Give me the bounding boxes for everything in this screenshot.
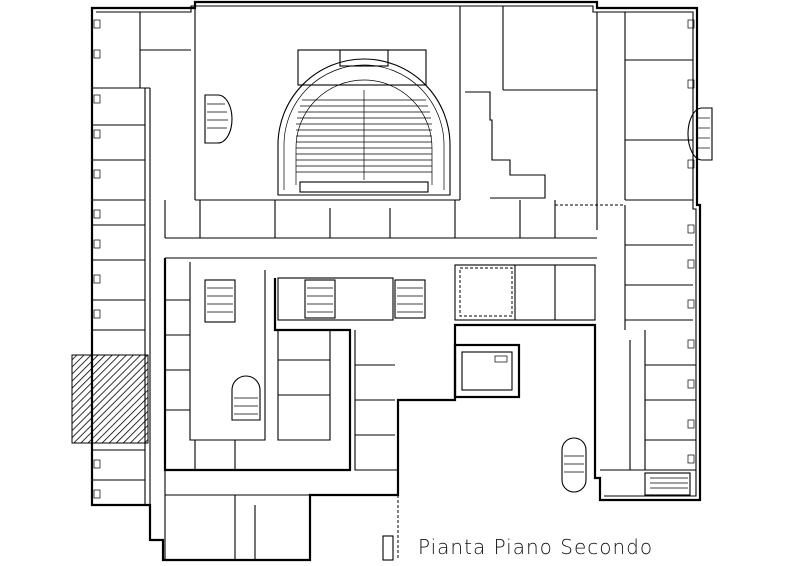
auditorium bbox=[194, 6, 597, 201]
stair-top-right bbox=[687, 107, 713, 161]
inner-blocks bbox=[163, 258, 596, 560]
stair-central-a bbox=[304, 279, 336, 319]
bottom-door bbox=[382, 535, 394, 561]
corridor bbox=[164, 200, 625, 259]
window-marks bbox=[93, 19, 695, 499]
plan-caption: Pianta Piano Secondo bbox=[418, 535, 654, 559]
stair-lower-right bbox=[561, 437, 587, 493]
hatched-block bbox=[71, 354, 149, 444]
stair-central-b bbox=[394, 279, 426, 319]
stair-inner-left bbox=[204, 279, 236, 323]
outer-walls bbox=[90, 0, 702, 562]
stair-bottom-right bbox=[650, 477, 688, 489]
auditorium-seating bbox=[296, 90, 432, 180]
staircases bbox=[204, 94, 713, 493]
stair-inner-curved bbox=[231, 375, 261, 421]
elevator-box bbox=[453, 343, 521, 399]
stair-top-left bbox=[204, 94, 233, 144]
right-wing-rooms bbox=[596, 12, 696, 496]
left-wing-rooms bbox=[92, 12, 191, 505]
